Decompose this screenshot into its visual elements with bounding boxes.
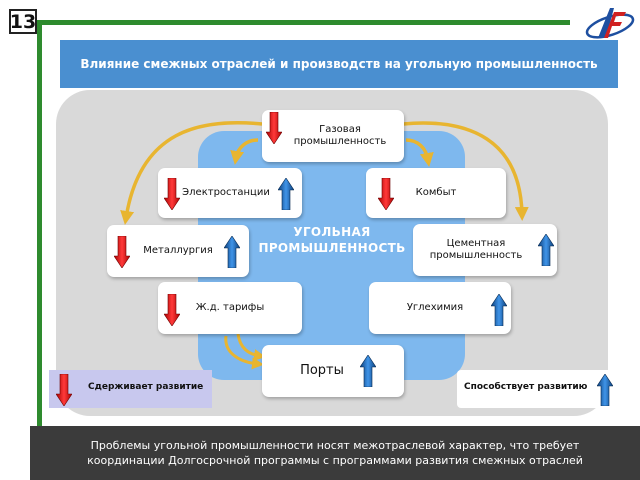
footer-line1: Проблемы угольной промышленности носят м… xyxy=(90,439,580,452)
legend-promotes-box xyxy=(457,370,617,408)
red-down-arrow-icon xyxy=(164,294,180,326)
slide-title: Влияние смежных отраслей и производств н… xyxy=(60,40,618,88)
blue-up-arrow-icon xyxy=(597,374,613,406)
blue-up-arrow-icon xyxy=(278,178,294,210)
red-down-arrow-icon xyxy=(56,374,72,406)
blue-up-arrow-icon xyxy=(538,234,554,266)
node-cement-industry-line2: промышленность xyxy=(429,250,523,261)
red-down-arrow-icon xyxy=(164,178,180,210)
curved-arrow-icon xyxy=(120,120,263,225)
node-cement-industry-line1: Цементная xyxy=(446,238,506,249)
curved-arrow-icon xyxy=(405,138,434,167)
red-down-arrow-icon xyxy=(114,236,130,268)
frame-green-vertical-line xyxy=(37,20,42,450)
frame-green-horizontal-line xyxy=(37,20,570,25)
node-ports: Порты xyxy=(262,345,404,397)
node-gas-industry-line2: промышленность xyxy=(293,136,387,147)
node-gas-industry-line1: Газовая xyxy=(319,124,361,135)
blue-up-arrow-icon xyxy=(491,294,507,326)
curved-arrow-icon xyxy=(230,138,259,165)
curved-arrow-icon xyxy=(236,333,266,361)
curved-arrow-icon xyxy=(402,121,529,221)
node-cement-industry: Цементная промышленность xyxy=(413,224,557,276)
coal-industry-label-line2: ПРОМЫШЛЕННОСТЬ xyxy=(258,241,406,255)
blue-up-arrow-icon xyxy=(360,355,376,387)
coal-industry-label: УГОЛЬНАЯ ПРОМЫШЛЕННОСТЬ xyxy=(222,224,442,256)
legend-restrains-label: Сдерживает развитие xyxy=(88,382,204,392)
curved-arrow-icon xyxy=(224,335,264,370)
red-down-arrow-icon xyxy=(266,112,282,144)
footer-conclusion: Проблемы угольной промышленности носят м… xyxy=(30,426,640,480)
legend-promotes-label: Способствует развитию xyxy=(464,382,588,392)
footer-line2: координации Долгосрочной программы с про… xyxy=(87,454,583,467)
node-metallurgy: Металлургия xyxy=(107,225,249,277)
legend-restrains-box xyxy=(49,370,212,408)
node-coal-chemistry: Углехимия xyxy=(369,282,511,334)
node-railway-tariffs: Ж.д. тарифы xyxy=(158,282,302,334)
coal-industry-label-line1: УГОЛЬНАЯ xyxy=(293,225,371,239)
logo-icon xyxy=(585,8,635,39)
node-gas-industry: Газовая промышленность xyxy=(262,110,404,162)
red-down-arrow-icon xyxy=(378,178,394,210)
slide-number: 13 xyxy=(9,9,37,34)
blue-up-arrow-icon xyxy=(224,236,240,268)
node-power-stations: Электростанции xyxy=(158,168,302,218)
